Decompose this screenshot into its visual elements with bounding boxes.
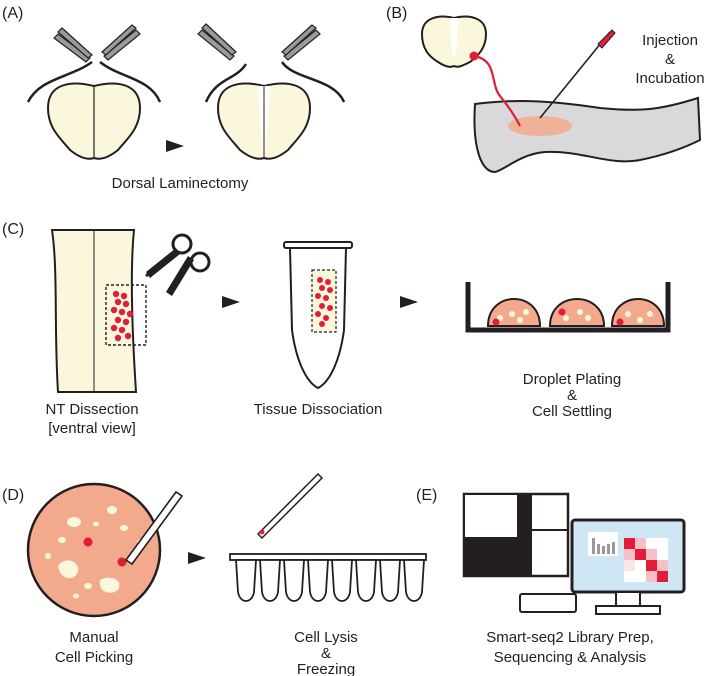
tissue-layer-left [204, 63, 248, 103]
panel-b-caption-line1: Injection [642, 32, 698, 49]
panel-c-step1-line2: [ventral view] [48, 420, 136, 437]
panel-b: (B) Injection & Incubation [386, 5, 705, 174]
panel-d-tag: (D) [2, 487, 24, 504]
panel-d-step2-line1: Cell Lysis [294, 629, 358, 646]
forceps-icon [197, 23, 321, 61]
panel-b-caption-line3: Incubation [635, 70, 704, 87]
panel-c-step2: Tissue Dissociation [254, 401, 383, 418]
panel-d-step1-line2: Cell Picking [55, 649, 133, 666]
panel-c-step3-line1: Droplet Plating [523, 371, 621, 388]
tube-icon [283, 241, 353, 390]
panel-c-step3-line3: Cell Settling [532, 403, 612, 420]
panel-c-tag: (C) [2, 221, 24, 238]
dissection-box [105, 284, 147, 346]
petri-dish-icon [465, 282, 671, 333]
needle-icon [539, 29, 616, 119]
arrow-icon [400, 296, 418, 308]
panel-c-step3-line2: & [567, 387, 577, 404]
tissue-layer-right [99, 61, 162, 103]
petri-dish-icon [26, 482, 162, 618]
sequencer-icon [462, 492, 570, 578]
computer-icon [570, 518, 686, 615]
arrow-icon [166, 140, 184, 152]
cell-debris [45, 506, 143, 599]
embryo-tissue [473, 96, 702, 174]
tissue-layer-right [280, 61, 346, 103]
labeled-cells-cluster [110, 290, 134, 342]
panel-b-caption-line2: & [665, 51, 675, 68]
injection-site [508, 116, 572, 136]
tissue-layer-left [26, 60, 93, 103]
pipette-icon [256, 472, 324, 540]
panel-c-step1-line1: NT Dissection [45, 401, 138, 418]
panel-e-tag: (E) [416, 487, 437, 504]
panel-a-tag: (A) [2, 5, 23, 22]
panel-a: (A) Dorsal Laminectomy [2, 5, 346, 192]
panel-d-step2-line2: & [321, 645, 331, 662]
panel-b-tag: (B) [386, 5, 407, 22]
panel-e-caption-line2: Sequencing & Analysis [494, 649, 647, 666]
forceps-icon [53, 24, 141, 63]
panel-d-step2-line3: Freezing [297, 661, 355, 676]
scissors-icon [145, 233, 211, 296]
pipette-icon [124, 490, 184, 566]
arrow-icon [188, 552, 206, 564]
panel-d: (D) [2, 472, 427, 676]
pcr-strip-icon [229, 553, 427, 602]
panel-a-caption: Dorsal Laminectomy [112, 175, 249, 192]
arrow-icon [222, 296, 240, 308]
heatmap-icon [624, 538, 668, 582]
panel-c: (C) [2, 221, 671, 437]
panel-e: (E) [416, 487, 686, 666]
panel-d-step1-line1: Manual [69, 629, 118, 646]
panel-e-caption-line1: Smart-seq2 Library Prep, [486, 629, 654, 646]
axon-path [473, 54, 521, 127]
keyboard-icon [519, 593, 577, 613]
